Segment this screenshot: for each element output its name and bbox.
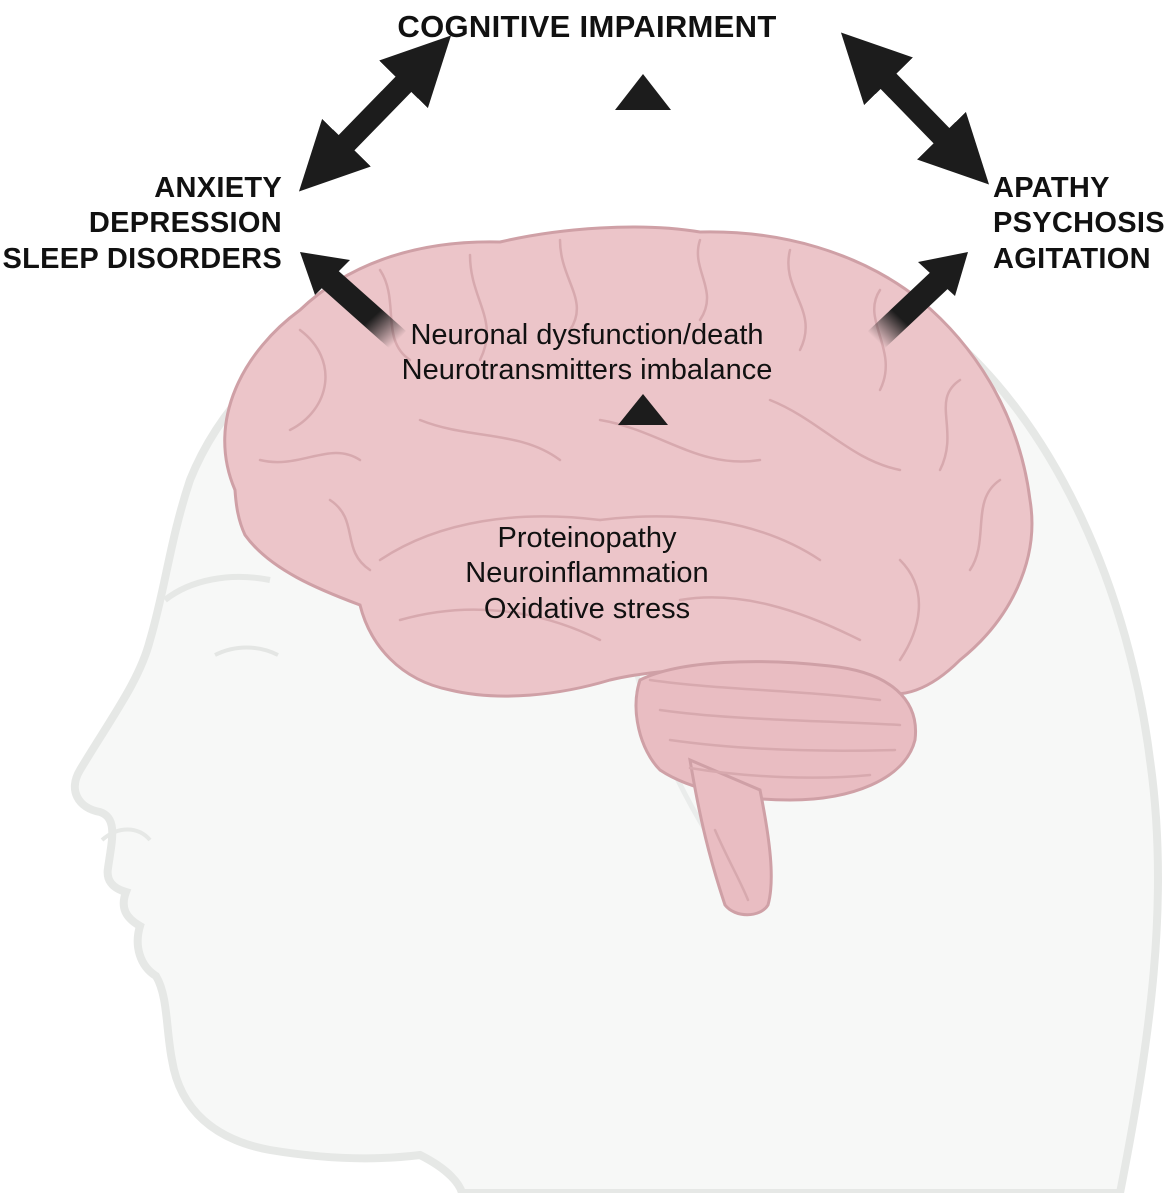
arrowhead-up-cognitive — [615, 74, 671, 110]
sleep-disorders-text: SLEEP DISORDERS — [2, 242, 282, 277]
apathy-text: APATHY — [993, 171, 1165, 206]
neuronal-dysfunction-text: Neuronal dysfunction/death — [0, 318, 1174, 353]
psychosis-text: PSYCHOSIS — [993, 206, 1165, 241]
neuronal-mechanisms-label: Neuronal dysfunction/death Neurotransmit… — [0, 318, 1174, 389]
molecular-mechanisms-label: Proteinopathy Neuroinflammation Oxidativ… — [0, 521, 1174, 627]
neuroinflammation-text: Neuroinflammation — [0, 556, 1174, 591]
cognitive-impairment-text: COGNITIVE IMPAIRMENT — [0, 8, 1174, 46]
arrow-cognitive-to-apathy — [860, 52, 970, 165]
oxidative-stress-text: Oxidative stress — [0, 592, 1174, 627]
apathy-group-label: APATHY PSYCHOSIS AGITATION — [993, 171, 1165, 277]
anxiety-group-label: ANXIETY DEPRESSION SLEEP DISORDERS — [2, 171, 282, 277]
arrow-anxiety-to-cognitive — [318, 55, 432, 172]
depression-text: DEPRESSION — [2, 206, 282, 241]
cognitive-impairment-label: COGNITIVE IMPAIRMENT — [0, 8, 1174, 46]
neurotransmitters-imbalance-text: Neurotransmitters imbalance — [0, 353, 1174, 388]
anxiety-text: ANXIETY — [2, 171, 282, 206]
agitation-text: AGITATION — [993, 242, 1165, 277]
proteinopathy-text: Proteinopathy — [0, 521, 1174, 556]
